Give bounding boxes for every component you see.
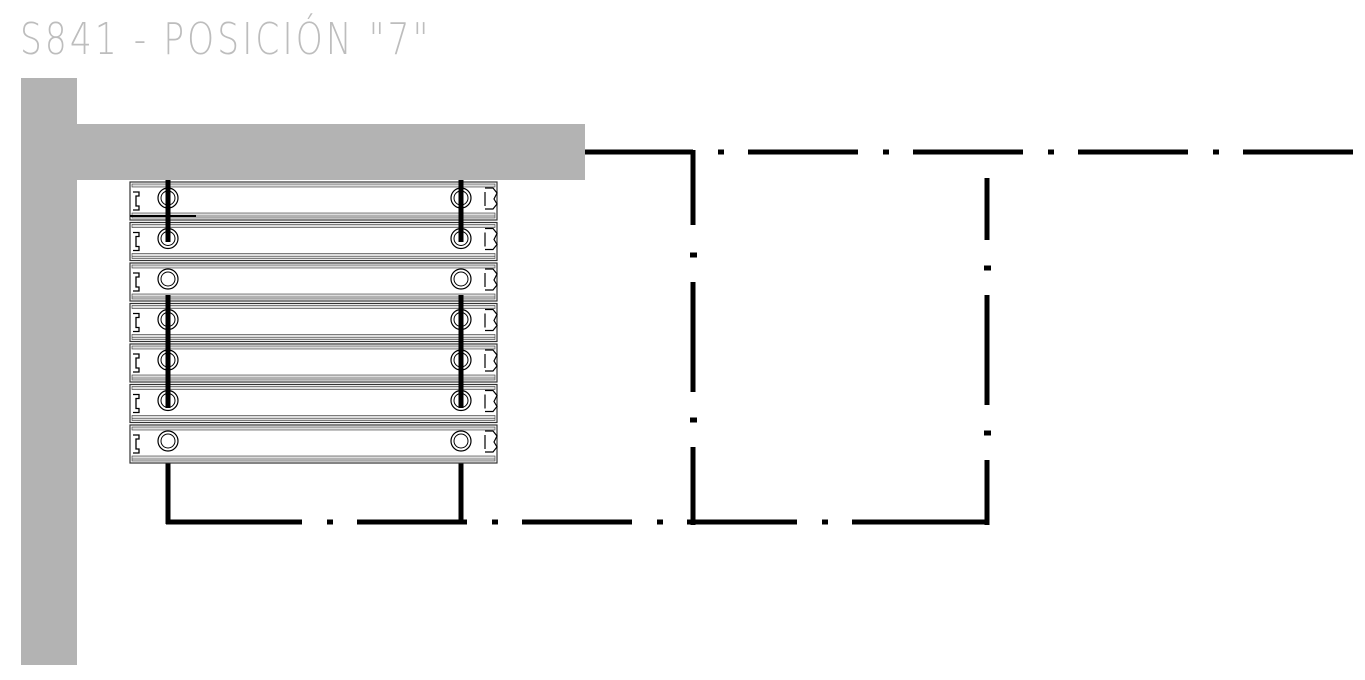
- slat-top-edge: [131, 345, 496, 350]
- slat-left-clip: [133, 231, 140, 252]
- slat-top-edge: [131, 305, 496, 309]
- slat-1: [129, 181, 498, 221]
- slat-left-hole-inner: [160, 271, 176, 287]
- slat-bottom-edge: [131, 253, 496, 259]
- slat-right-hole-inner: [453, 433, 469, 449]
- slat-bottom-edge: [131, 455, 496, 462]
- right-box-vertical: [984, 178, 991, 525]
- slat-bottom-edge: [131, 334, 496, 340]
- slat-left-clip: [133, 312, 140, 333]
- slat-right-hook: [484, 308, 498, 332]
- slat-bottom-edge: [131, 415, 496, 421]
- slat-left-clip: [133, 353, 140, 373]
- ceiling-beam: [21, 124, 585, 180]
- left-box-vertical: [690, 150, 697, 525]
- frame-outline: [165, 149, 1353, 525]
- slat-3: [129, 262, 498, 302]
- slat-right-hook: [484, 349, 498, 372]
- slat-left-hole-inner: [160, 433, 176, 449]
- wall-section: [21, 78, 585, 665]
- slat-left-clip: [133, 393, 140, 414]
- slat-2: [129, 221, 498, 262]
- slat-stack: [129, 181, 498, 464]
- slat-bottom-edge: [131, 293, 496, 300]
- slat-left-clip: [133, 272, 140, 292]
- slat-7: [129, 424, 498, 464]
- slat-top-edge: [131, 264, 496, 269]
- slat-right-hook: [484, 430, 498, 453]
- slat-bottom-edge: [131, 374, 496, 381]
- slat-left-clip: [133, 434, 140, 454]
- slat-right-hook: [484, 227, 498, 251]
- slat-5: [129, 343, 498, 383]
- slat-right-hook: [484, 389, 498, 413]
- slat-right-hook: [484, 268, 498, 291]
- slat-right-hook: [484, 187, 498, 210]
- slat-top-edge: [131, 426, 496, 431]
- slat-6: [129, 383, 498, 424]
- slat-top-edge: [131, 224, 496, 228]
- slat-left-clip: [133, 191, 140, 211]
- slat-top-edge: [131, 386, 496, 390]
- slat-4: [129, 302, 498, 343]
- slat-right-hole-inner: [453, 271, 469, 287]
- straps: [165, 180, 464, 408]
- slat-top-edge: [131, 183, 496, 188]
- drawing-title: S841 - POSICIÓN "7": [20, 14, 432, 65]
